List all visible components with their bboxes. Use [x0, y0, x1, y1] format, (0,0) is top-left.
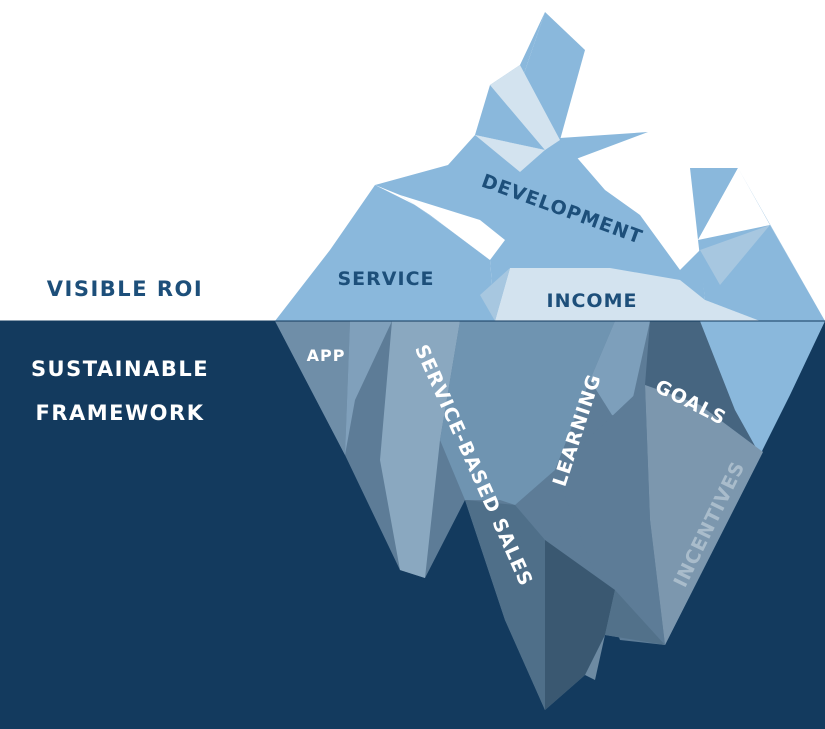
service-label: SERVICE	[338, 268, 435, 290]
sustainable-label: SUSTAINABLE	[31, 357, 209, 381]
framework-label: FRAMEWORK	[36, 401, 205, 425]
iceberg-tip	[275, 12, 825, 321]
iceberg-underwater	[275, 321, 825, 710]
app-label: APP	[307, 346, 346, 365]
visible-roi-label: VISIBLE ROI	[47, 277, 203, 301]
income-label: INCOME	[547, 290, 638, 312]
